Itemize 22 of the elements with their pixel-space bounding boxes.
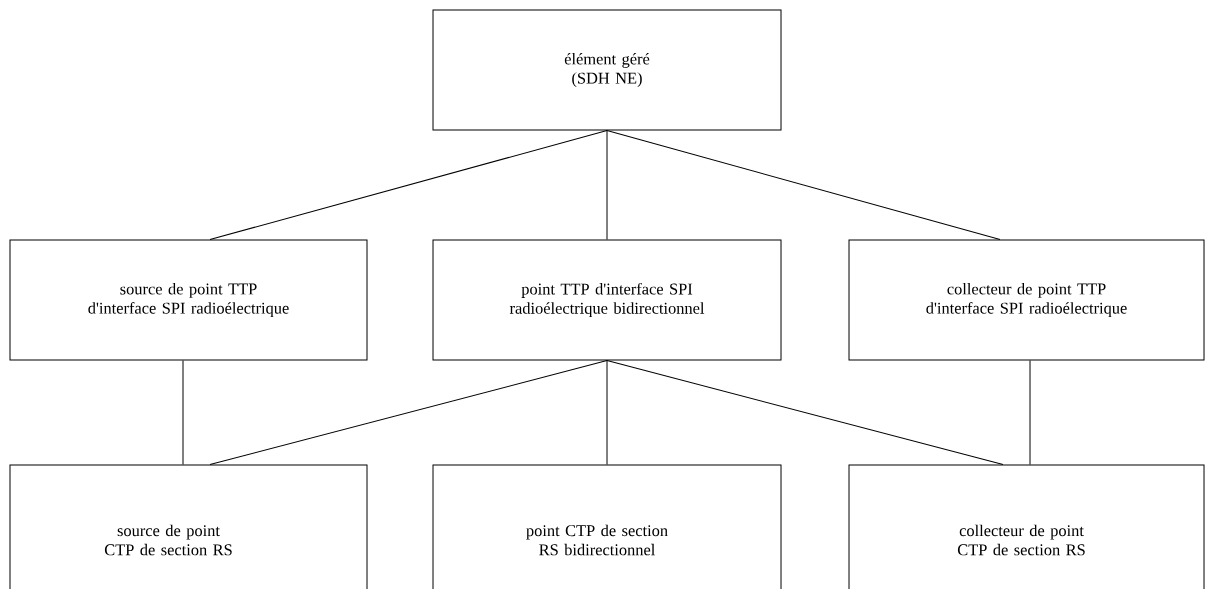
box	[9, 239, 368, 361]
node-label: collecteur de point CTP de section RS	[957, 524, 1085, 556]
node-label: point TTP d'interface SPI radioélectrique bidirectionnel	[509, 282, 705, 318]
connector-line	[209, 130, 608, 240]
box	[848, 239, 1205, 361]
box	[432, 239, 782, 361]
box	[432, 9, 782, 131]
node-label: collecteur de point TTP d'interface SPI radioélectrique	[926, 282, 1127, 318]
node-label: point CTP de section RS bidirectionnel	[526, 524, 668, 556]
box	[432, 464, 782, 589]
node-label: source de point TTP d'interface SPI radioélectrique	[88, 282, 289, 318]
node-label: source de point CTP de section RS	[104, 524, 232, 556]
connector-line	[606, 360, 608, 465]
box	[9, 464, 368, 589]
connector-line	[182, 360, 184, 465]
node-label: élément géré (SDH NE)	[564, 52, 650, 88]
connector-line	[606, 360, 1004, 465]
connector-line	[606, 130, 1001, 240]
connector-line	[1029, 360, 1031, 465]
connector-line	[606, 130, 608, 240]
connector-line	[209, 360, 608, 465]
box	[848, 464, 1205, 589]
